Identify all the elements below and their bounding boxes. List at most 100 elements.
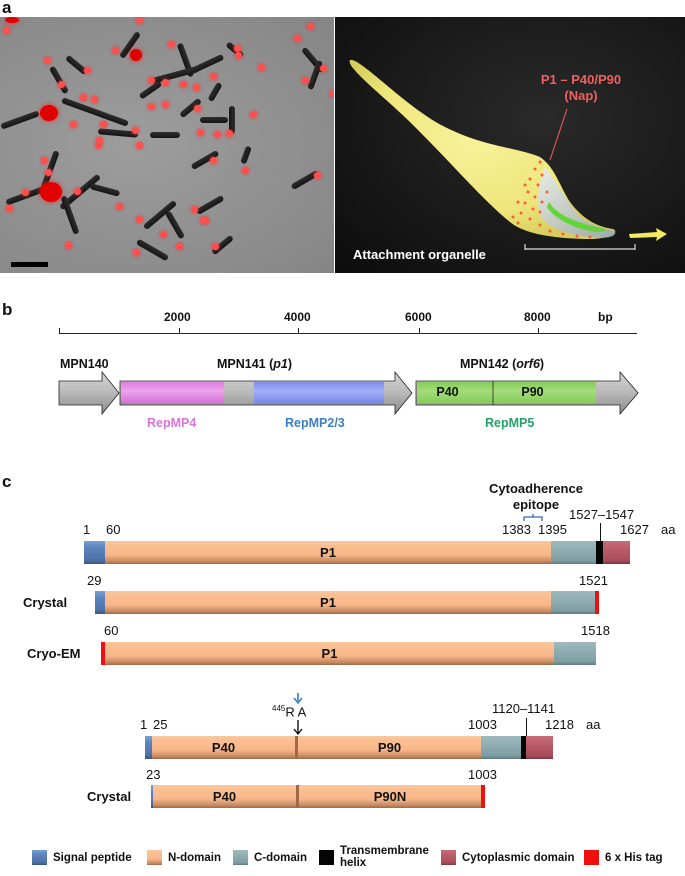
p1-cryoem-end-label: 1518 xyxy=(581,623,610,638)
p40-crystal-domain-label: P40 xyxy=(212,789,237,804)
p1-transmembrane-helix xyxy=(596,541,603,564)
axis-tick-0 xyxy=(59,328,60,334)
gene-label-mpn141: MPN141 (p1) xyxy=(217,357,293,371)
cytoadherence-epitope-label: Cytoadherence epitope xyxy=(489,481,583,512)
p1-cryoem-c-domain xyxy=(554,642,596,665)
p90-c-domain xyxy=(481,736,521,759)
nap-label-line2: (Nap) xyxy=(564,88,598,103)
legend-c-domain: C-domain xyxy=(233,850,307,865)
repmp23-label: RepMP2/3 xyxy=(285,416,345,430)
p1-crystal-n-domain xyxy=(105,591,551,614)
epitope-end-label: 1395 xyxy=(538,522,567,537)
p90-domain-label: P90 xyxy=(377,740,402,755)
tick-label-8000: 8000 xyxy=(524,310,551,324)
p1-cryoem-domain-label: P1 xyxy=(321,646,338,661)
p40p90-crystal-bar: P40 P90N xyxy=(151,785,485,808)
p1-crystal-domain-label: P1 xyxy=(320,595,336,610)
p40-n-domain xyxy=(152,736,296,759)
cleavage-site-label: 445R A xyxy=(272,704,307,720)
axis-unit-bp: bp xyxy=(598,310,613,324)
p1-unit-aa: aa xyxy=(661,522,676,537)
attachment-organelle-model-photo: P1 – P40/P90 (Nap) Attachment organelle xyxy=(335,17,685,273)
p1-crystal-end-label: 1521 xyxy=(579,573,608,588)
p40p90-crystal-row-label: Crystal xyxy=(87,789,132,804)
repmp23-region xyxy=(254,382,384,404)
fluorescence-micrograph xyxy=(0,17,334,273)
blue-mutation-arrow-icon xyxy=(293,693,303,705)
cleavage-arrow-icon xyxy=(293,720,303,736)
scale-bar xyxy=(11,262,48,267)
p1-crystal-c-domain xyxy=(551,591,596,614)
p1-crystal-his-tag xyxy=(595,591,599,614)
repmp4-region xyxy=(121,382,224,404)
epitope-bracket-icon xyxy=(523,514,543,521)
p1-label-60: 60 xyxy=(106,522,121,537)
p40p90-label-1: 1 xyxy=(140,717,148,732)
bp-axis-line xyxy=(59,333,637,334)
motility-direction-arrow xyxy=(629,228,667,241)
p40p90-crystal-signal-edge xyxy=(151,785,153,808)
p40p90-crystal-end-label: 1003 xyxy=(468,767,497,782)
p90-cytoplasmic-domain xyxy=(526,736,553,759)
p1-crystal-row-label: Crystal xyxy=(23,595,68,610)
p40p90-label-1218: 1218 xyxy=(545,717,574,732)
p1-tm-pointer xyxy=(600,523,601,541)
segment-label-p90: P90 xyxy=(521,385,544,399)
repmp4-label: RepMP4 xyxy=(147,416,197,430)
p1-cryoem-start-label: 60 xyxy=(104,623,119,638)
p40p90-crystal-his-tag xyxy=(481,785,485,808)
legend-swatch-signal-peptide xyxy=(32,850,47,865)
panel-label-c: c xyxy=(2,472,12,491)
p1-n-domain xyxy=(105,541,551,564)
axis-tick-8000 xyxy=(538,328,539,334)
p1-signal-peptide xyxy=(84,541,105,564)
panel-label-a: a xyxy=(2,0,12,17)
p1-cryoem-row-label: Cryo-EM xyxy=(27,646,81,661)
segment-label-p40: P40 xyxy=(436,385,459,399)
gene-label-mpn142: MPN142 (orf6) xyxy=(460,357,545,371)
p1-crystal-bar: P1 xyxy=(95,591,599,614)
p40p90-unit-aa: aa xyxy=(586,717,601,732)
p1-cryoem-bar: P1 xyxy=(101,642,596,665)
gene-arrow-mpn140 xyxy=(58,370,120,416)
axis-tick-6000 xyxy=(419,328,420,334)
legend-swatch-cytoplasmic-domain xyxy=(441,850,456,865)
tick-label-4000: 4000 xyxy=(284,310,311,324)
p1-tm-range-label: 1527–1547 xyxy=(569,507,635,522)
legend-transmembrane-helix: Transmembrane helix xyxy=(319,845,429,869)
p40p90-signal-peptide xyxy=(145,736,152,759)
axis-tick-2000 xyxy=(179,328,180,334)
tick-label-6000: 6000 xyxy=(405,310,432,324)
p40p90-label-1003: 1003 xyxy=(468,717,497,732)
nap-label: P1 – P40/P90 (Nap) xyxy=(531,72,631,104)
p40-p90-cleavage-divider xyxy=(295,736,298,759)
p40p90-label-25: 25 xyxy=(153,717,168,732)
p40p90-tm-pointer xyxy=(526,718,527,736)
p90n-crystal-n-domain xyxy=(299,785,481,808)
p40-domain-label: P40 xyxy=(211,740,236,755)
p90n-crystal-domain-label: P90N xyxy=(373,789,407,804)
nap-label-line1: P1 – P40/P90 xyxy=(540,72,622,87)
p90-n-domain xyxy=(298,736,481,759)
epitope-start-label: 1383 xyxy=(502,522,531,537)
legend-signal-peptide: Signal peptide xyxy=(32,850,132,865)
p40p90-tm-range-label: 1120–1141 xyxy=(492,701,556,716)
p1-c-domain xyxy=(551,541,596,564)
legend-swatch-his-tag xyxy=(584,850,599,865)
p1-label-1: 1 xyxy=(83,522,91,537)
p1-crystal-start-label: 29 xyxy=(87,573,102,588)
p40p90-crystal-start-label: 23 xyxy=(146,767,161,782)
p40-p90n-divider xyxy=(296,785,299,808)
legend-swatch-c-domain xyxy=(233,850,248,865)
tick-label-2000: 2000 xyxy=(164,310,191,324)
p1-cryoem-n-domain xyxy=(105,642,554,665)
axis-tick-4000 xyxy=(298,328,299,334)
p1-full-length-bar: P1 xyxy=(84,541,630,564)
p1-cryoem-his-tag xyxy=(101,642,105,665)
p1-cytoplasmic-domain xyxy=(603,541,630,564)
p40p90-full-length-bar: P40 P90 xyxy=(145,736,553,759)
legend-cytoplasmic-domain: Cytoplasmic domain xyxy=(441,850,574,865)
repmp5-region xyxy=(417,382,596,404)
p1-label-1627: 1627 xyxy=(620,522,649,537)
panel-label-b: b xyxy=(2,300,13,319)
